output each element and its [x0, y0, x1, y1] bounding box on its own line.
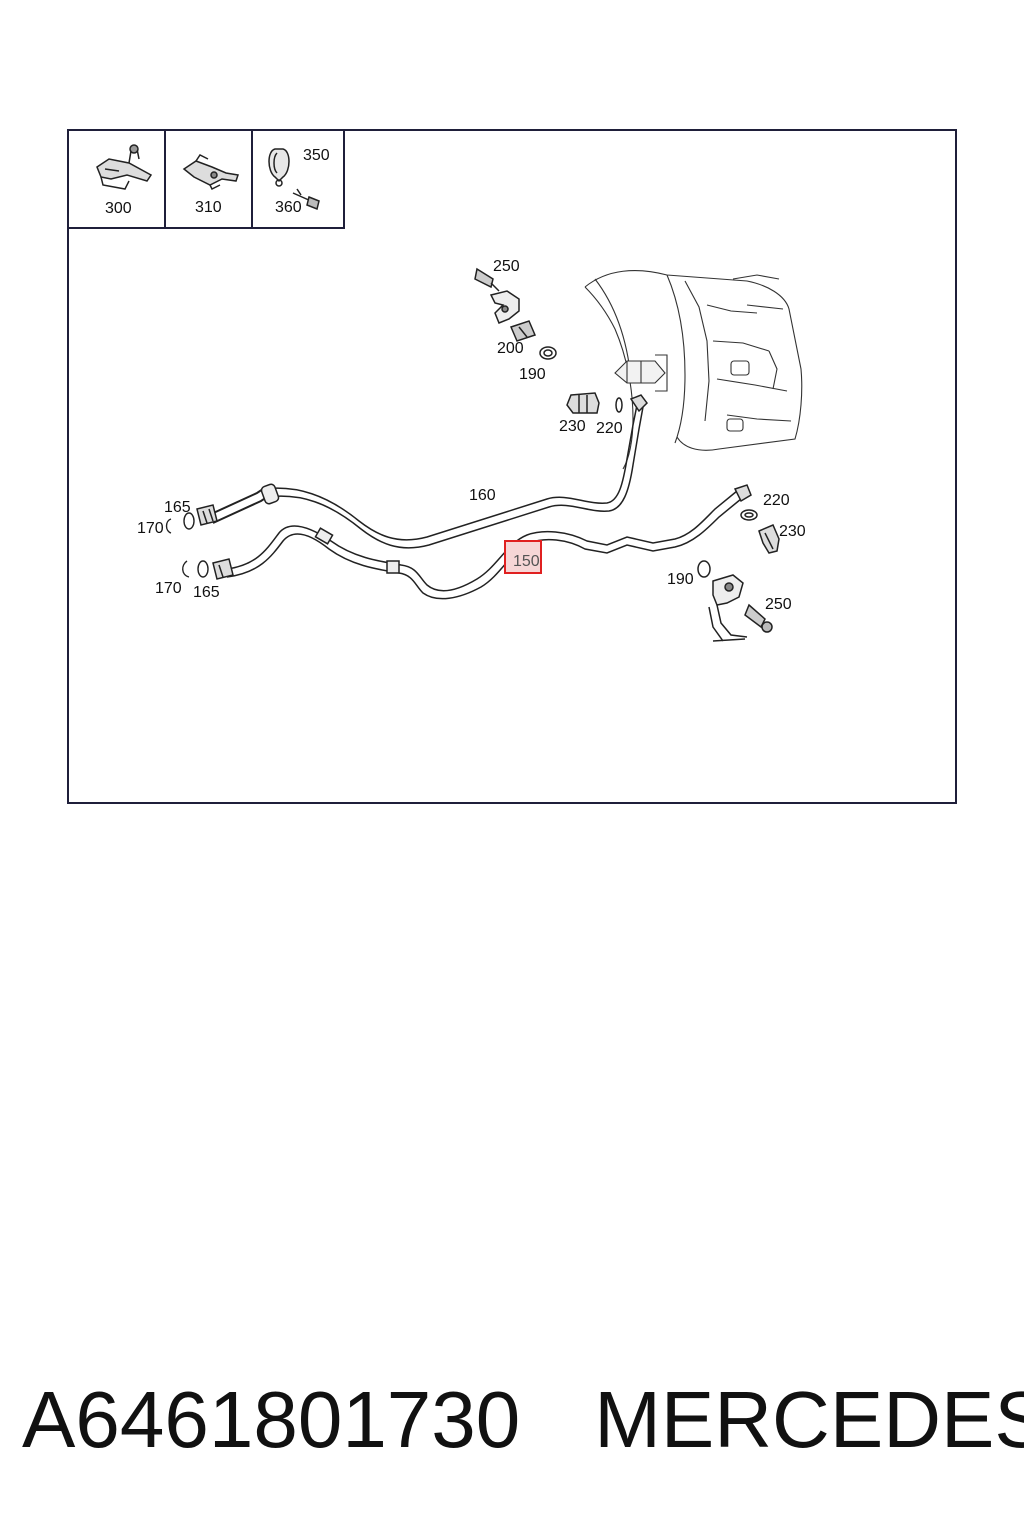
- hose-clamp-and-bolt-icon: [268, 148, 320, 211]
- callout-160: 160: [469, 487, 496, 504]
- highlight-box-150: [504, 540, 542, 574]
- spring-clip-icon: [182, 154, 239, 191]
- diagram-frame: [67, 129, 957, 804]
- exploded-parts-diagram: 250 200 190 230 220 160 165 170 170 165 …: [137, 258, 806, 642]
- legend-item-350-360: 350 360: [253, 129, 343, 227]
- callout-190-top: 190: [519, 366, 546, 383]
- bracket-clamp-icon: [96, 144, 153, 190]
- callout-190-right: 190: [667, 571, 694, 588]
- legend-item-300: 300: [67, 129, 166, 227]
- legend-number-360: 360: [275, 199, 302, 216]
- callout-230-right: 230: [779, 523, 806, 540]
- brand-name: MERCEDES: [594, 1375, 1024, 1464]
- pipe-150: [212, 484, 752, 600]
- legend-number-350: 350: [303, 147, 330, 164]
- legend-number-300: 300: [105, 200, 132, 217]
- callout-165-bottom: 165: [193, 584, 220, 601]
- lower-right-fitting-group: [697, 509, 780, 642]
- upper-fitting-group: [474, 267, 623, 414]
- callout-150: 150: [513, 553, 540, 570]
- left-clips: [165, 512, 209, 578]
- callout-220-top: 220: [596, 420, 623, 437]
- callout-230-top: 230: [559, 418, 586, 435]
- callout-165-top: 165: [164, 499, 191, 516]
- callout-170-bottom: 170: [155, 580, 182, 597]
- legend-number-310: 310: [195, 199, 222, 216]
- legend-item-310: 310: [166, 129, 253, 227]
- callout-220-right: 220: [763, 492, 790, 509]
- pipe-160: [196, 394, 648, 549]
- transmission-housing: [584, 270, 803, 470]
- callout-170-top: 170: [137, 520, 164, 537]
- callout-250-top: 250: [493, 258, 520, 275]
- callout-200: 200: [497, 340, 524, 357]
- part-number: A6461801730: [22, 1375, 521, 1464]
- callout-250-right: 250: [765, 596, 792, 613]
- legend-strip: 300 310 350 360: [67, 129, 345, 229]
- footer-caption: A6461801730 MERCEDES: [22, 1370, 1024, 1470]
